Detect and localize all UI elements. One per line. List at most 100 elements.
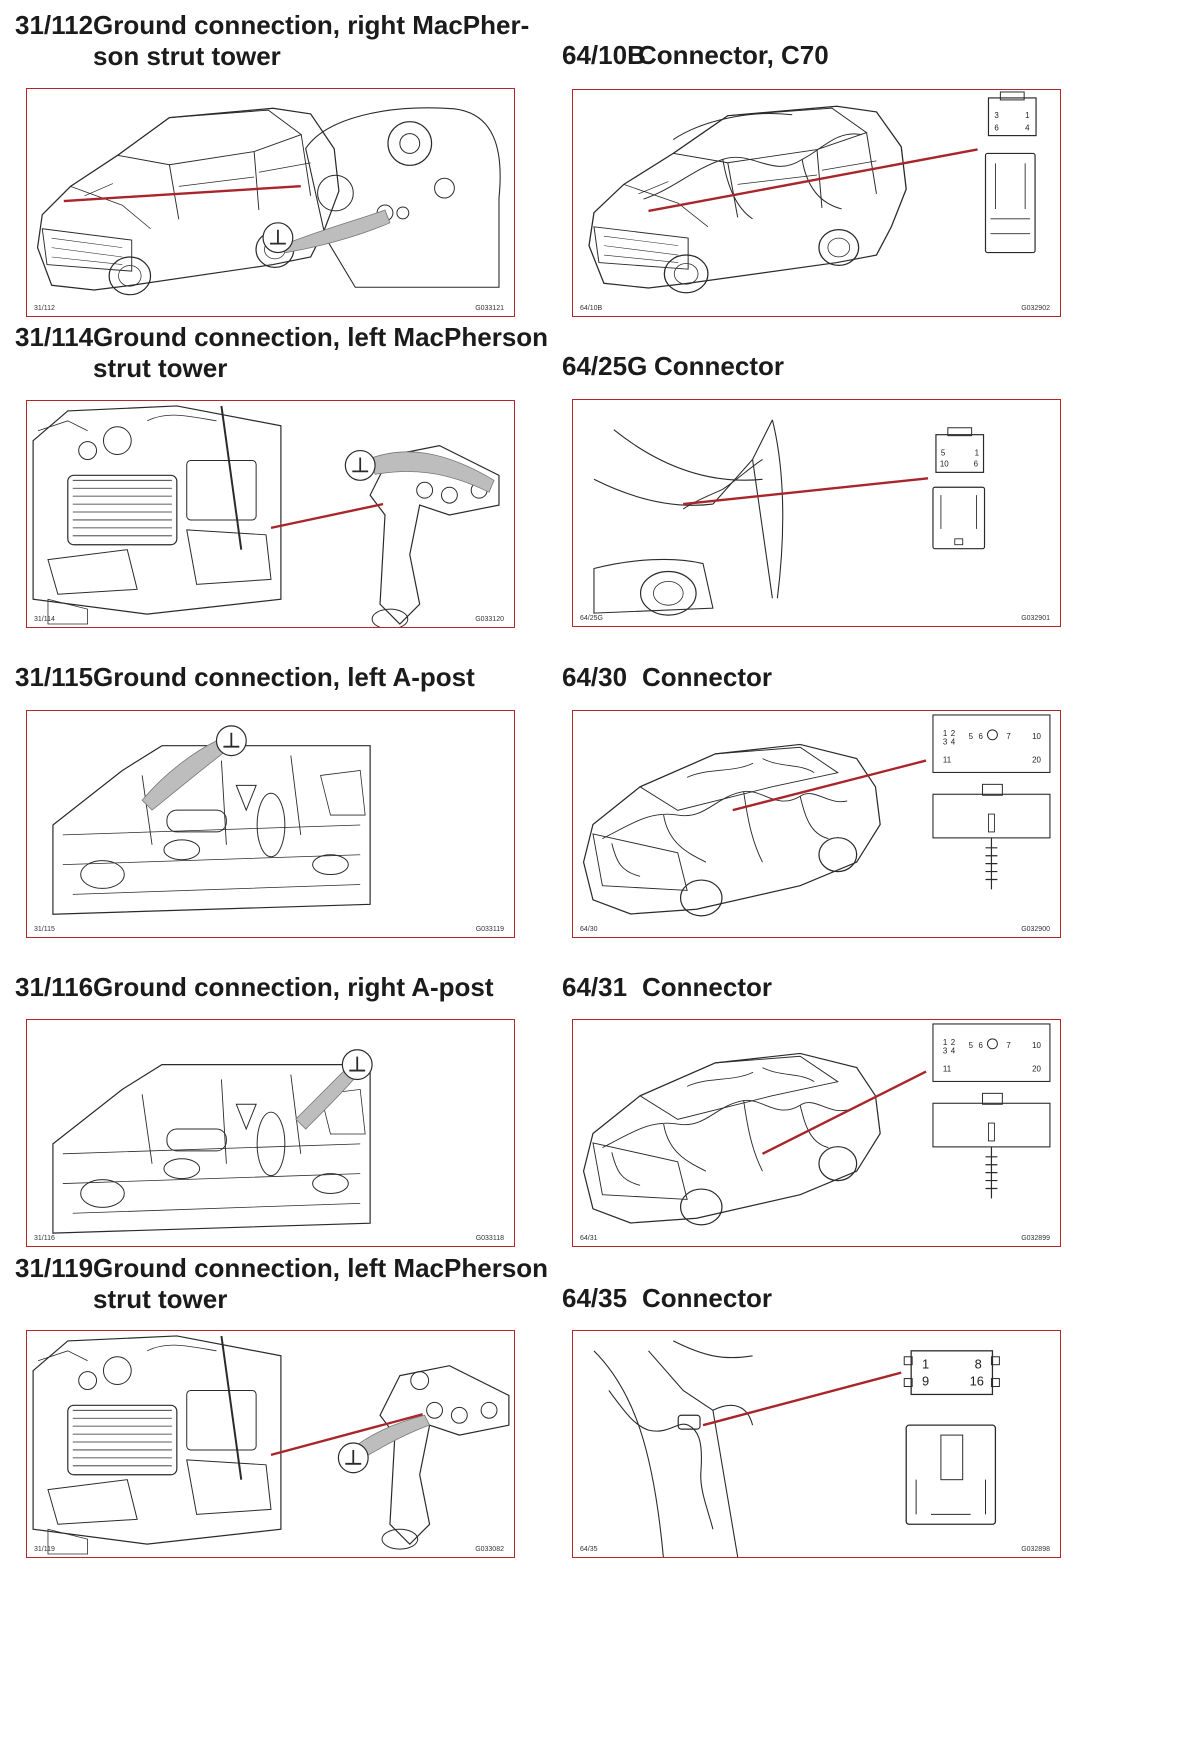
figure-id: G032901: [1021, 615, 1050, 622]
entry-name: Connector, C70: [638, 40, 829, 70]
figure-id: G033118: [475, 1235, 504, 1242]
entry-title: 31/119 Ground connection, left MacPherso…: [15, 1253, 548, 1314]
entry-code: 64/25G: [562, 351, 648, 381]
figure-panel: 1 2 3 4 5 6 7 10 11 20 64/30 G032900: [572, 710, 1061, 938]
figure-panel: 1 8 9 16 64/35 G032898: [572, 1330, 1061, 1558]
figure-drawing: 1 8 9 16: [593, 1340, 1000, 1557]
figure-id: G033119: [475, 926, 504, 933]
entry-name: Ground connection, left MacPherson strut…: [93, 322, 549, 383]
figure-id: G033121: [475, 305, 504, 312]
entry-title: 31/114 Ground connection, left MacPherso…: [15, 322, 548, 383]
svg-text:1: 1: [943, 729, 948, 738]
svg-text:10: 10: [1032, 1041, 1041, 1050]
svg-text:11: 11: [943, 1065, 952, 1074]
entry-name: Connector: [654, 351, 784, 381]
figure-id: G032900: [1021, 926, 1050, 933]
figure-panel: 31/114 G033120: [26, 400, 515, 628]
entry-title: 64/35 Connector: [562, 1283, 772, 1314]
svg-text:4: 4: [951, 738, 956, 747]
svg-text:6: 6: [979, 732, 984, 741]
svg-text:1: 1: [922, 1357, 929, 1372]
figure-label: 64/30: [580, 926, 598, 933]
svg-text:20: 20: [1032, 756, 1041, 765]
svg-text:1: 1: [943, 1038, 948, 1047]
figure-label: 31/119: [34, 1546, 55, 1553]
svg-text:9: 9: [922, 1374, 929, 1389]
figure-panel: 31/119 G033082: [26, 1330, 515, 1558]
svg-text:1: 1: [1025, 111, 1030, 120]
svg-text:3: 3: [943, 738, 948, 747]
entry-code: 31/119: [15, 1253, 94, 1283]
svg-text:5: 5: [969, 732, 974, 741]
figure-id: G033120: [475, 616, 504, 623]
entry-name: Ground connection, left MacPherson strut…: [93, 1253, 549, 1314]
entry-title: 31/112 Ground connection, right MacPher-…: [15, 10, 529, 71]
svg-text:8: 8: [975, 1357, 982, 1372]
svg-text:20: 20: [1032, 1065, 1041, 1074]
figure-id: G033082: [475, 1546, 504, 1553]
figure-label: 31/115: [34, 926, 55, 933]
figure-id: G032899: [1021, 1235, 1050, 1242]
entry-title: 64/31 Connector: [562, 972, 772, 1003]
entry-title: 64/10B Connector, C70: [562, 40, 829, 71]
svg-text:10: 10: [940, 459, 949, 468]
figure-label: 64/25G: [580, 615, 603, 622]
figure-label: 31/114: [34, 616, 55, 623]
figure-label: 31/112: [34, 305, 55, 312]
entry-name: Connector: [642, 662, 772, 692]
entry-name: Ground connection, right A-post: [93, 972, 494, 1002]
figure-drawing: [32, 404, 500, 627]
figure-label: 64/10B: [580, 305, 603, 312]
figure-drawing: 1 2 3 4 5 6 7 10 11 20: [582, 1023, 1051, 1226]
entry-title: 64/30 Connector: [562, 662, 772, 693]
entry-name: Connector: [642, 1283, 772, 1313]
figure-panel: 1 2 3 4 5 6 7 10 11 20 64/31 G032899: [572, 1019, 1061, 1247]
svg-text:4: 4: [1025, 124, 1030, 133]
figure-id: G032902: [1021, 305, 1050, 312]
entry-title: 64/25G Connector: [562, 351, 784, 382]
figure-panel: 31/115 G033119: [26, 710, 515, 938]
entry-code: 31/116: [15, 972, 94, 1002]
svg-text:1: 1: [975, 449, 980, 458]
figure-panel: 3 1 6 4 64/10B G032902: [572, 89, 1061, 317]
figure-drawing: 3 1 6 4: [588, 91, 1037, 294]
svg-text:7: 7: [1006, 1041, 1010, 1050]
entry-title: 31/115 Ground connection, left A-post: [15, 662, 475, 693]
svg-text:11: 11: [943, 756, 952, 765]
entry-code: 31/114: [15, 322, 94, 352]
figure-drawing: 5 1 10 6: [593, 419, 986, 616]
svg-text:6: 6: [974, 459, 979, 468]
figure-drawing: [52, 1048, 373, 1234]
svg-text:6: 6: [994, 124, 999, 133]
svg-text:7: 7: [1006, 732, 1010, 741]
svg-text:6: 6: [979, 1041, 984, 1050]
svg-text:4: 4: [951, 1047, 956, 1056]
entry-code: 31/112: [15, 10, 94, 40]
svg-text:5: 5: [941, 449, 946, 458]
entry-code: 64/10B: [562, 40, 646, 70]
figure-panel: 5 1 10 6 64/25G G032901: [572, 399, 1061, 627]
svg-text:5: 5: [969, 1041, 974, 1050]
svg-text:16: 16: [970, 1374, 984, 1389]
figure-drawing: [32, 1334, 510, 1556]
entry-code: 64/31: [562, 972, 628, 1002]
figure-label: 31/116: [34, 1235, 55, 1242]
entry-name: Ground connection, left A-post: [93, 662, 475, 692]
entry-title: 31/116 Ground connection, right A-post: [15, 972, 494, 1003]
figure-drawing: 1 2 3 4 5 6 7 10 11 20: [582, 714, 1051, 917]
svg-text:2: 2: [951, 729, 955, 738]
entry-name: Connector: [642, 972, 772, 1002]
figure-panel: 31/116 G033118: [26, 1019, 515, 1247]
figure-id: G032898: [1021, 1546, 1050, 1553]
figure-label: 64/31: [580, 1235, 598, 1242]
entry-code: 31/115: [15, 662, 94, 692]
svg-text:3: 3: [943, 1047, 948, 1056]
svg-text:3: 3: [994, 111, 999, 120]
figure-panel: 31/112 G033121: [26, 88, 515, 317]
figure-drawing: [52, 724, 371, 915]
svg-text:10: 10: [1032, 732, 1041, 741]
figure-label: 64/35: [580, 1546, 598, 1553]
entry-code: 64/35: [562, 1283, 628, 1313]
entry-code: 64/30: [562, 662, 628, 692]
figure-drawing: [36, 107, 501, 296]
